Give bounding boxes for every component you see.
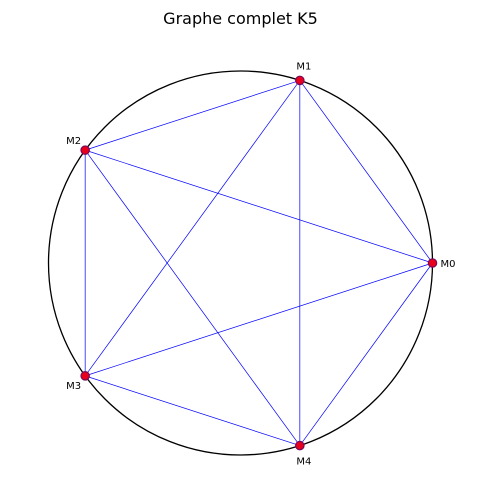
outer-circle xyxy=(47,70,434,456)
vertex-m2 xyxy=(80,145,90,155)
edge-m0-m3 xyxy=(85,262,433,377)
edge-m0-m4 xyxy=(299,262,433,446)
vertex-label-m4: M4 xyxy=(296,457,311,468)
vertex-label-m3: M3 xyxy=(66,381,81,392)
edge-m1-m2 xyxy=(85,80,300,151)
vertex-label-m1: M1 xyxy=(296,61,311,72)
vertex-m3 xyxy=(80,371,90,381)
vertex-label-m0: M0 xyxy=(441,259,456,270)
edge-m0-m2 xyxy=(85,149,433,264)
edge-m1-m3 xyxy=(84,80,301,377)
vertex-m0 xyxy=(427,258,438,268)
vertex-m1 xyxy=(295,75,305,86)
edge-m2-m4 xyxy=(84,149,301,446)
figure-title: Graphe complet K5 xyxy=(163,9,318,28)
edge-group xyxy=(84,80,433,446)
vertex-group xyxy=(80,75,438,451)
edge-m0-m1 xyxy=(299,80,433,264)
edge-m3-m4 xyxy=(85,375,300,446)
vertex-label-m2: M2 xyxy=(66,136,81,147)
vertex-m4 xyxy=(295,440,305,451)
